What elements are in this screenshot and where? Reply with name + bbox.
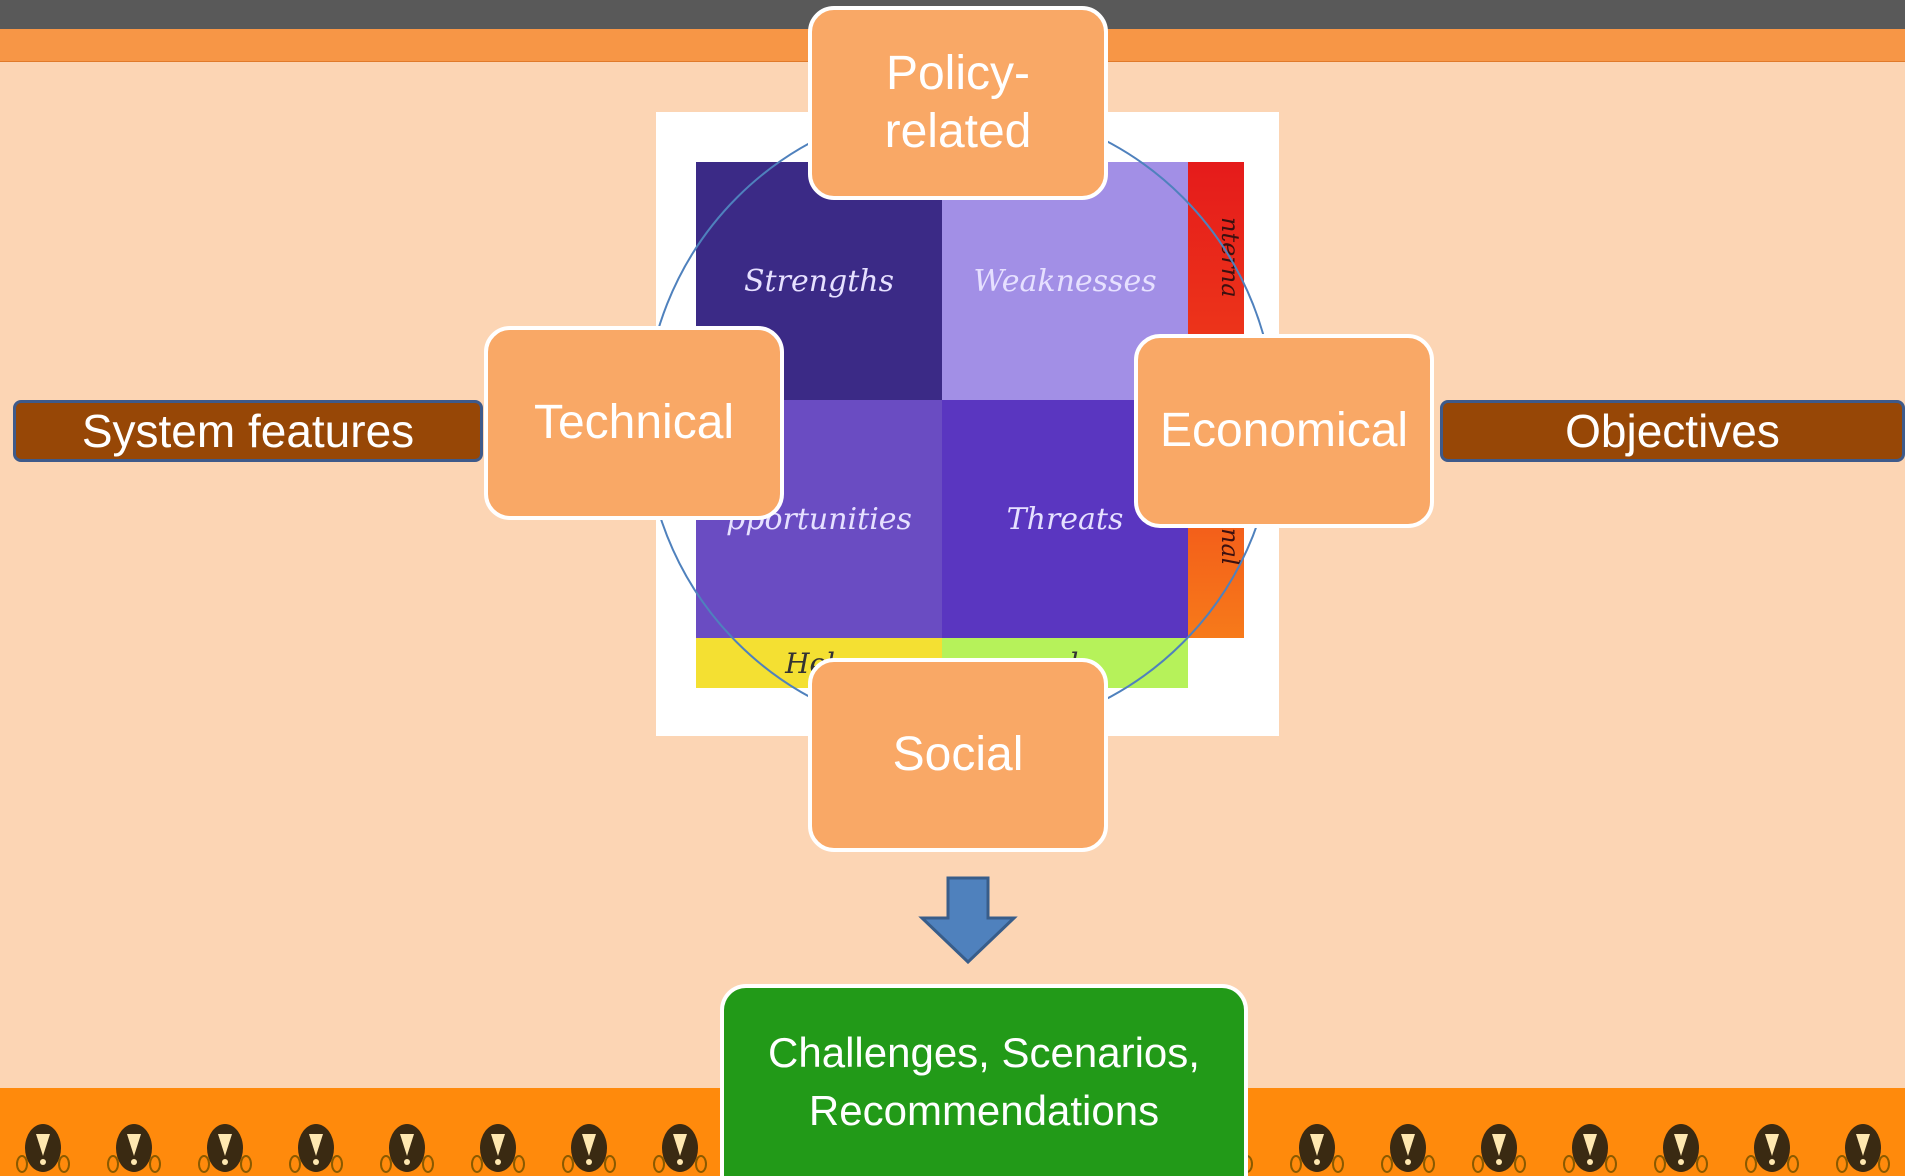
technical-label: Technical — [533, 396, 735, 449]
down-arrow-icon — [918, 876, 1018, 964]
swot-strengths-label: Strengths — [744, 263, 894, 299]
bead-icon — [380, 1124, 434, 1173]
bead-icon — [1836, 1124, 1890, 1173]
bead-icon — [1654, 1124, 1708, 1173]
bead-icon — [1472, 1124, 1526, 1173]
bead-icon — [198, 1124, 252, 1173]
bead-icon — [107, 1124, 161, 1173]
policy-related-label: Policy- related — [884, 47, 1032, 158]
swot-threats-label: Threats — [1006, 501, 1124, 537]
social-node: Social — [808, 658, 1108, 852]
bead-icon — [16, 1124, 70, 1173]
bead-icon — [562, 1124, 616, 1173]
swot-internal-label: nterna — [1216, 216, 1244, 298]
economical-label: Economical — [1159, 404, 1409, 457]
system-features-box: System features — [13, 400, 483, 462]
objectives-label: Objectives — [1565, 405, 1780, 457]
outcome-label: Challenges, Scenarios, Recommendations — [768, 1029, 1200, 1134]
bead-icon — [653, 1124, 707, 1173]
bead-icon — [471, 1124, 525, 1173]
social-label: Social — [892, 728, 1024, 781]
economical-node: Economical — [1134, 334, 1434, 528]
bead-icon — [1563, 1124, 1617, 1173]
policy-related-node: Policy- related — [808, 6, 1108, 200]
system-features-label: System features — [81, 405, 415, 457]
objectives-box: Objectives — [1440, 400, 1905, 462]
bead-icon — [1745, 1124, 1799, 1173]
swot-weaknesses-label: Weaknesses — [973, 263, 1157, 299]
bead-icon — [1290, 1124, 1344, 1173]
technical-node: Technical — [484, 326, 784, 520]
outcome-box: Challenges, Scenarios, Recommendations — [720, 984, 1248, 1176]
bead-icon — [1381, 1124, 1435, 1173]
bead-icon — [289, 1124, 343, 1173]
